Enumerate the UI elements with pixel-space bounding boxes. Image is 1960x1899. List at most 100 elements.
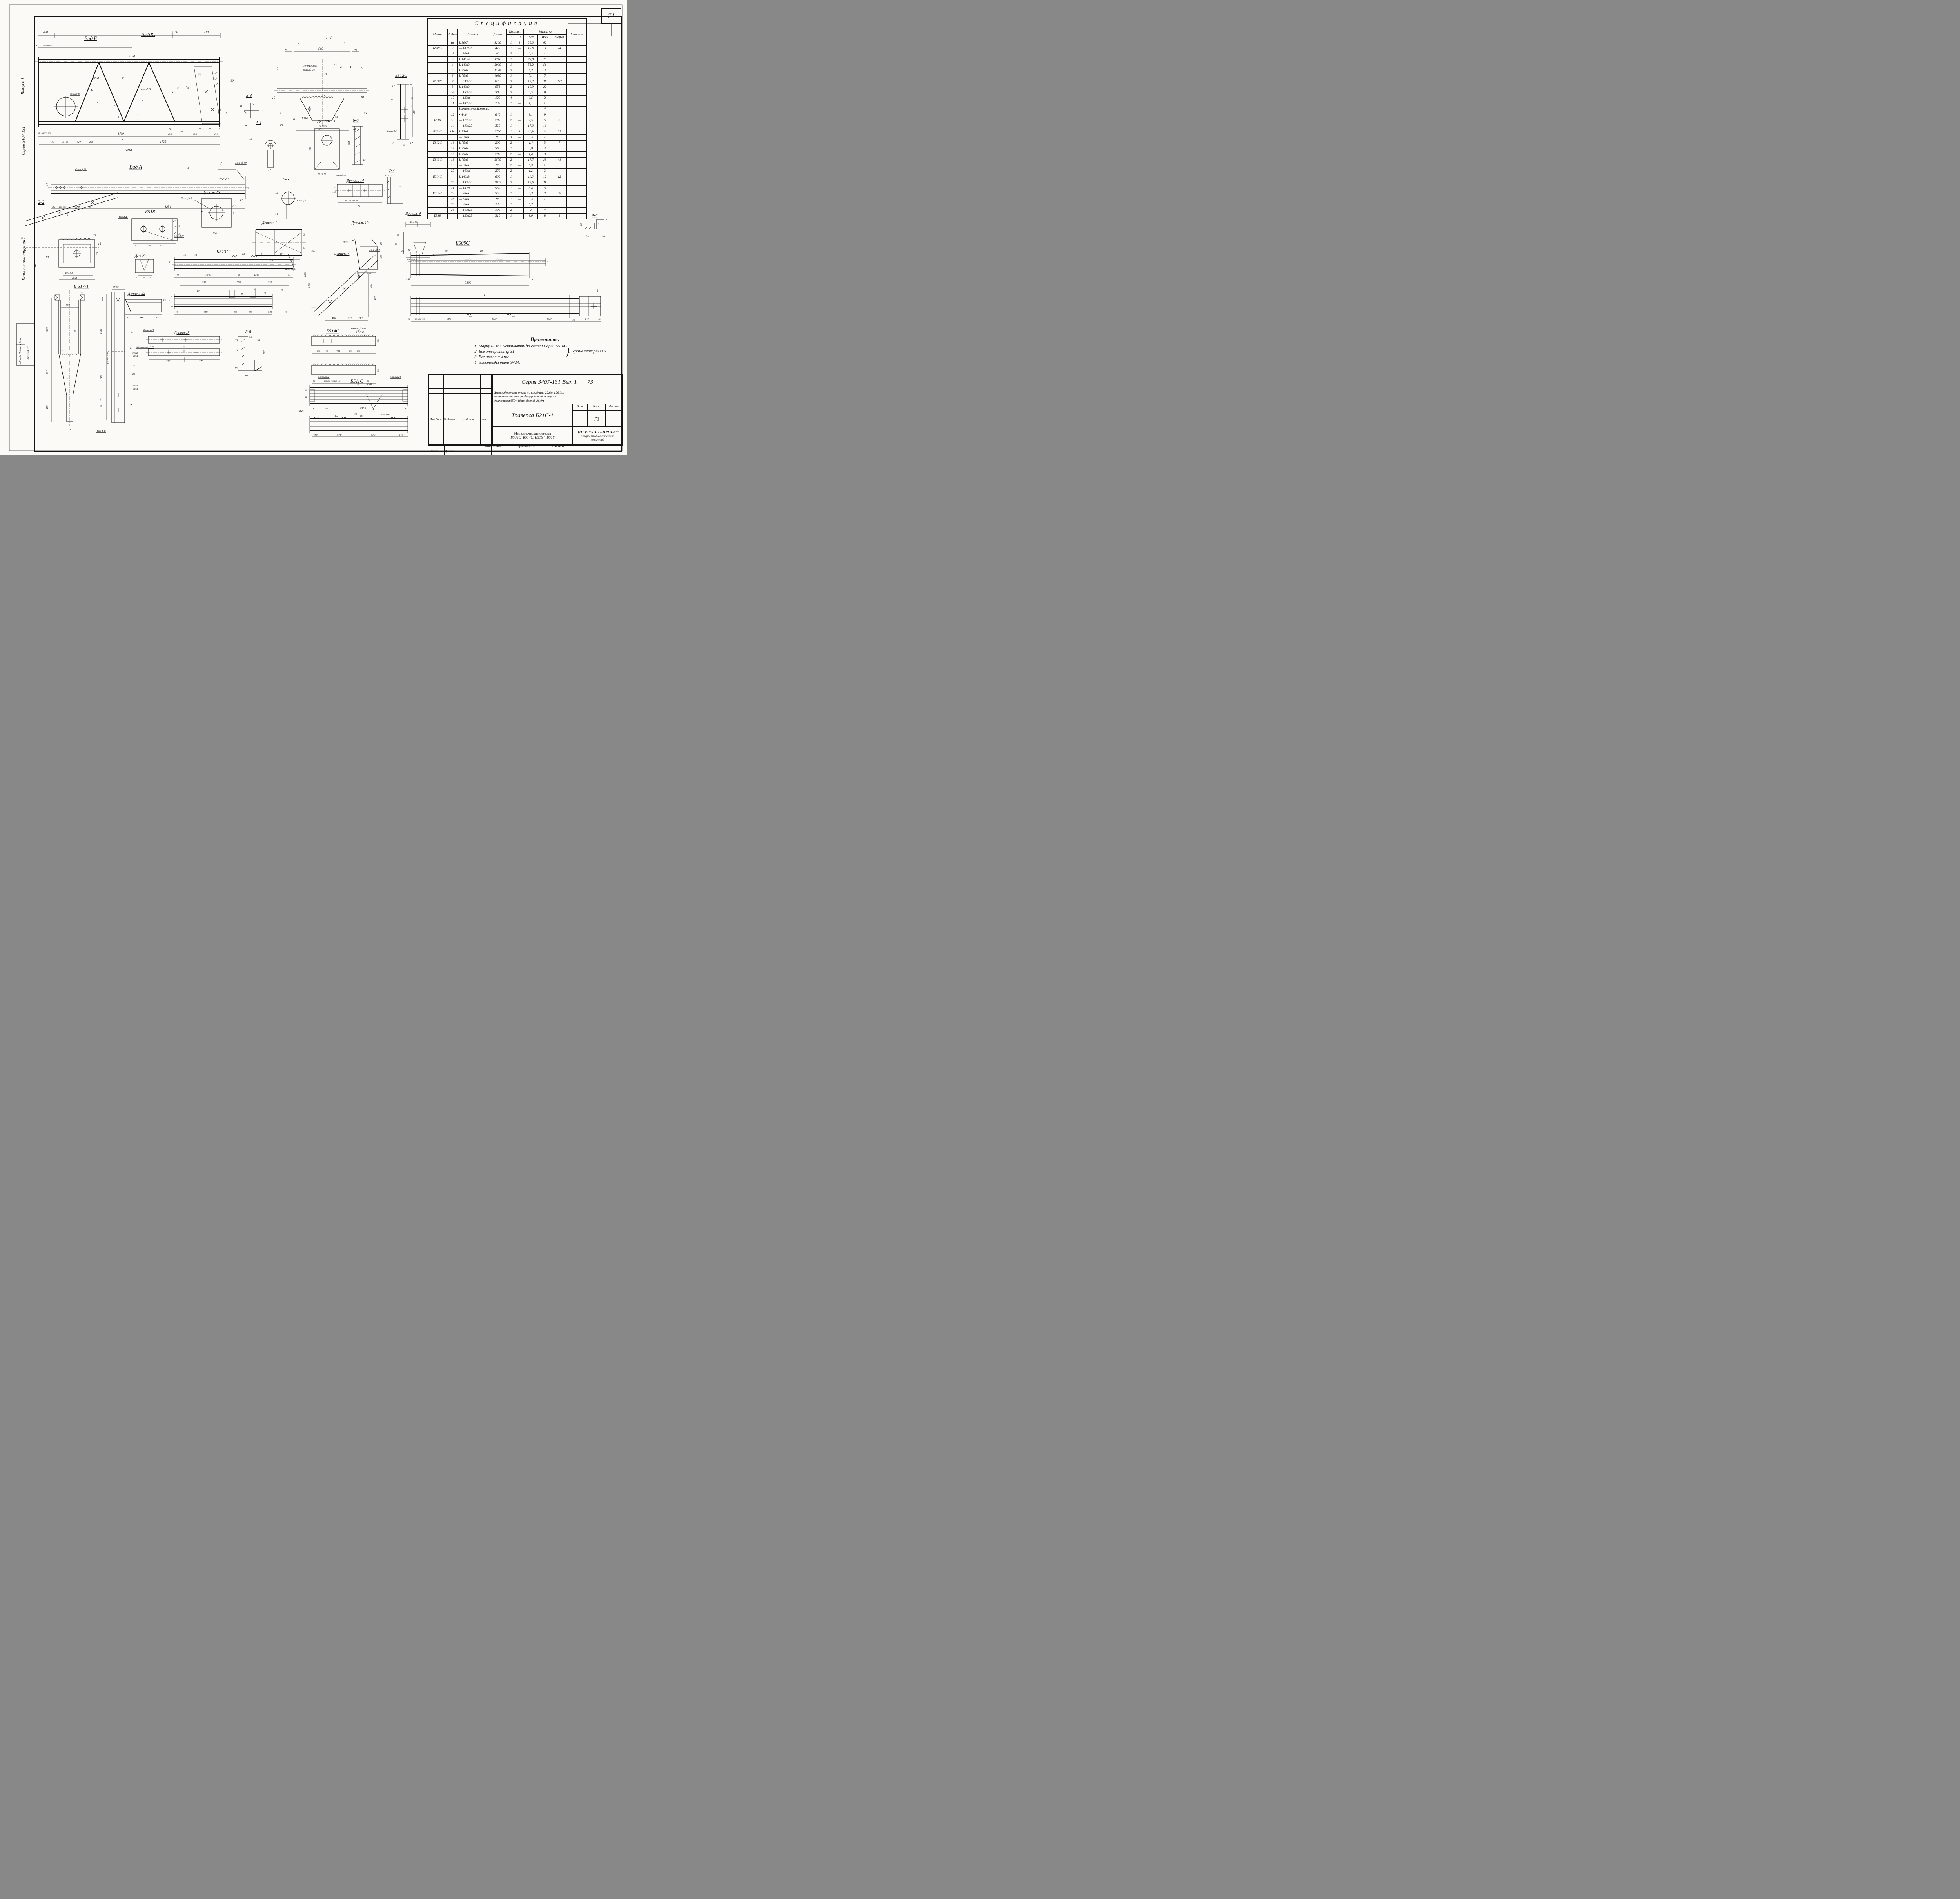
spec-cell-qty-n — [515, 106, 524, 112]
spec-cell-mass-marks: 7 — [552, 140, 567, 146]
dim-label: 2 — [532, 277, 534, 281]
spec-cell-mass-one: 1,4 — [523, 140, 538, 146]
dim-label: Вид Б — [84, 35, 97, 41]
dim-label: 95 100 205 200 — [38, 132, 51, 135]
spec-cell-mass-one: 10,9 — [523, 84, 538, 90]
dim-label: 100 100 150 100 100 — [324, 381, 341, 383]
spec-cell-mass-one: 3,9 — [523, 146, 538, 152]
dim-label: Дет.23 — [134, 254, 146, 258]
dim-label: а — [567, 290, 568, 294]
dim-label: 16 — [257, 339, 260, 342]
dim-label: 40 40 40 — [318, 173, 326, 176]
signer-date — [481, 445, 492, 455]
spec-title: Спецификация — [427, 18, 587, 29]
spec-cell-mass-all: 7 — [537, 73, 552, 79]
dim-label: 2 — [133, 96, 135, 99]
spec-h-qty-n: Н — [515, 34, 524, 40]
spec-cell-qty-t: 1 — [506, 185, 516, 191]
dim-label: 10 — [410, 84, 412, 86]
spec-cell-note — [566, 134, 587, 141]
dim-label: линия — [132, 385, 138, 387]
spec-row: Б511С 15т L 75x6 1730 1 1 11,9 24 25 — [427, 129, 587, 135]
dim-label: 12 — [98, 242, 101, 245]
spec-cell-mass-all: 3 — [537, 185, 552, 191]
dim-label: 22 — [62, 349, 65, 352]
spec-cell-mark: Б516 — [427, 118, 448, 123]
spec-cell-qty-t: 2 — [506, 68, 516, 74]
spec-row: 19 — 90x6 90 2 — 0,3 1 — [427, 163, 587, 169]
spec-cell-mass-all: 39 — [537, 180, 552, 186]
dim-label: 75 — [96, 252, 99, 255]
spec-cell-n: 19 — [447, 51, 458, 57]
dim-label: 1355 — [360, 406, 366, 410]
spec-row: Б509С 2 — 180x16 470 1 — 10,8 11 74 — [427, 45, 587, 51]
spec-cell-qty-n: — — [515, 84, 524, 90]
spec-row: 3 L 140x9 3710 1 — 72,0 72 — [427, 56, 587, 63]
dim-label: 230 — [347, 317, 352, 320]
view-det23 — [135, 259, 154, 276]
spec-cell-mass-marks — [552, 151, 567, 158]
spec-cell-qty-n: — — [515, 73, 524, 79]
dim-label: 570 — [100, 375, 103, 379]
spec-cell-mass-one: 56,2 — [523, 62, 538, 68]
view-b509c — [408, 219, 604, 322]
dim-label: 5 — [118, 115, 119, 118]
dim-label: 900 — [447, 317, 451, 321]
spec-cell-note — [566, 101, 587, 107]
dim-label: Отв.ф37 — [297, 199, 308, 202]
spec-cell-section: — 90x6 — [457, 134, 489, 141]
spec-cell-qty-n: — — [515, 151, 524, 158]
spec-cell-qty-t: 2 — [506, 207, 516, 214]
spec-cell-qty-n: — — [515, 45, 524, 51]
dim-label: 210 — [358, 317, 363, 320]
spec-cell-mass-one: 0,3 — [523, 51, 538, 57]
view-section-7-7 — [387, 177, 403, 204]
dim-label: 12 — [218, 109, 221, 112]
dim-label: 40 — [411, 97, 413, 100]
dim-label: 1т — [586, 235, 589, 238]
notes-block: Примечания: Марку Б516С установить до св… — [472, 336, 617, 366]
spec-cell-length: 120 — [488, 95, 507, 101]
spec-cell-mass-marks: 12 — [552, 174, 567, 180]
dim-label: 2200 — [304, 271, 307, 277]
dim-label: 3100 — [171, 30, 178, 34]
spec-cell-mass-all: 2 — [537, 95, 552, 101]
dim-label: 8 — [67, 213, 68, 216]
dim-label: 50 — [367, 380, 369, 383]
dim-label: 6 — [114, 103, 115, 107]
dim-label: 19 — [360, 415, 363, 418]
view-section-4-4 — [265, 140, 276, 168]
spec-cell-note — [566, 163, 587, 169]
spec-cell-mass-one: 17,7 — [523, 157, 538, 163]
copy-line: Копировал: формат 22 СФ 426 — [427, 444, 621, 448]
spec-cell-mass-one: 2 — [523, 207, 538, 214]
spec-cell-length: 310 — [488, 213, 507, 219]
dim-label: 19 — [445, 249, 448, 252]
spec-cell-mark — [427, 185, 448, 191]
spec-cell-note — [566, 40, 587, 46]
spec-cell-length: 300 — [488, 90, 507, 96]
dim-label: линия — [132, 352, 138, 354]
spec-cell-mass-all: 72 — [537, 56, 552, 63]
dim-label: 1' — [484, 293, 486, 296]
dim-label: 30 — [149, 277, 152, 279]
spec-cell-qty-n: — — [515, 118, 524, 123]
dim-label: Деталь 8 — [174, 331, 189, 335]
spec-cell-qty-n: — — [515, 112, 524, 118]
dim-label: 64 — [46, 183, 49, 186]
dim-label: 14 — [268, 169, 271, 172]
tb-series: Серия 3407-131 Вып.1 — [521, 379, 577, 385]
dim-label: 190 — [374, 296, 376, 301]
dim-label: 9 — [361, 66, 363, 70]
dim-label: а-а — [592, 213, 598, 218]
spec-cell-mass-all: 16 — [537, 68, 552, 74]
spec-cell-qty-t: 1 — [506, 213, 516, 219]
spec-cell-n: 26 — [447, 207, 458, 214]
spec-cell-qty-n: — — [515, 134, 524, 141]
dim-label: 44 — [353, 128, 356, 131]
title-block: Изм.Лист № докум. подпись дата Разраб. Р… — [428, 374, 623, 455]
note-item: Электроды типа Э42А. — [479, 360, 617, 366]
spec-h-mass-one: 1дет — [523, 34, 538, 40]
spec-h-mass: Масса, кг — [523, 29, 567, 35]
